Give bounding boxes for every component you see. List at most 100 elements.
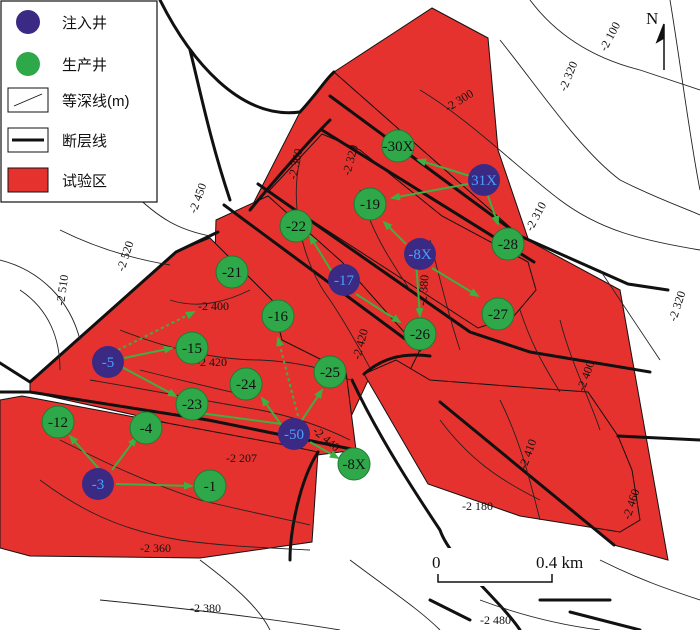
production-well: -26 bbox=[403, 317, 437, 351]
production-well: -15 bbox=[175, 331, 209, 365]
scale-zero-label: 0 bbox=[432, 553, 441, 572]
flow-arrow bbox=[260, 396, 283, 427]
legend-production: 生产井 bbox=[16, 52, 107, 76]
injection-well: 31X bbox=[468, 164, 500, 196]
legend-label: 生产井 bbox=[62, 57, 107, 74]
production-well-icon bbox=[16, 52, 40, 76]
production-well: -24 bbox=[229, 367, 263, 401]
flow-arrow bbox=[117, 311, 196, 351]
flow-arrow bbox=[301, 388, 324, 421]
well-label: -8X bbox=[342, 457, 365, 473]
contour-label: -2 100 bbox=[596, 19, 623, 53]
contour-label: -2 480 bbox=[480, 613, 511, 627]
well-label: -21 bbox=[222, 265, 242, 281]
contour-label: -2 510 bbox=[53, 274, 71, 307]
contour-label: -2 520 bbox=[114, 239, 137, 273]
flow-arrow bbox=[355, 293, 402, 324]
block-east-lower bbox=[363, 359, 641, 533]
contour-label: -2 180 bbox=[462, 499, 493, 513]
contour-label: -2 400 bbox=[198, 299, 229, 313]
production-well: -30X bbox=[381, 129, 415, 163]
contour-label: -2 360 bbox=[285, 147, 305, 180]
flow-arrow bbox=[68, 434, 101, 471]
well-label: -30X bbox=[383, 139, 414, 155]
legend-label: 注入井 bbox=[62, 15, 107, 32]
injection-well: -8X bbox=[404, 238, 436, 270]
well-label: -3 bbox=[92, 477, 105, 493]
contour-label: -2 207 bbox=[226, 451, 257, 465]
well-label: -27 bbox=[488, 307, 508, 323]
well-label: -16 bbox=[268, 309, 288, 325]
test-area-swatch bbox=[7, 167, 49, 193]
contour-label: -2 320 bbox=[666, 289, 689, 323]
contour-line-icon bbox=[13, 93, 43, 107]
north-label: N bbox=[646, 9, 658, 28]
well-label: -26 bbox=[410, 327, 430, 343]
production-well: -16 bbox=[261, 299, 295, 333]
production-well: -22 bbox=[279, 209, 313, 243]
scale-bar-line bbox=[437, 574, 553, 583]
well-label: -28 bbox=[498, 237, 518, 253]
north-arrow: N bbox=[646, 9, 665, 70]
flow-arrow bbox=[308, 234, 333, 273]
legend-contour: 等深线(m) bbox=[7, 87, 130, 113]
legend-label: 等深线(m) bbox=[62, 92, 130, 110]
injection-well: -3 bbox=[82, 468, 114, 500]
flow-arrow bbox=[119, 365, 178, 397]
production-well: -23 bbox=[175, 387, 209, 421]
well-label: -22 bbox=[286, 219, 306, 235]
flow-arrow bbox=[416, 158, 471, 177]
block-southwest bbox=[0, 395, 319, 559]
production-well: -8X bbox=[337, 447, 371, 481]
flow-arrow bbox=[415, 261, 424, 318]
production-well: -12 bbox=[41, 405, 75, 439]
flow-arrows bbox=[68, 158, 500, 490]
well-label: 31X bbox=[471, 173, 497, 189]
production-well: -27 bbox=[481, 297, 515, 331]
legend-label: 断层线 bbox=[62, 133, 107, 150]
well-label: -4 bbox=[140, 421, 153, 437]
contour-label: -2 380 bbox=[190, 601, 221, 615]
legend-label: 试验区 bbox=[62, 173, 107, 190]
production-well: -4 bbox=[129, 411, 163, 445]
injection-well: -50 bbox=[278, 418, 310, 450]
legend-fault: 断层线 bbox=[7, 127, 107, 153]
flow-arrow bbox=[390, 183, 469, 201]
contour-label: -2 310 bbox=[522, 199, 549, 233]
production-well: -19 bbox=[353, 187, 387, 221]
flow-arrow bbox=[431, 267, 480, 298]
injection-well: -5 bbox=[92, 346, 124, 378]
flow-arrow bbox=[115, 481, 194, 490]
flow-arrow bbox=[123, 345, 174, 359]
production-well: -21 bbox=[215, 255, 249, 289]
well-label: -5 bbox=[102, 355, 115, 371]
well-label: -12 bbox=[48, 415, 68, 431]
well-label: -17 bbox=[334, 273, 354, 289]
flow-arrow bbox=[111, 436, 138, 471]
contour-label: -2 320 bbox=[556, 59, 581, 93]
well-label: -1 bbox=[204, 479, 217, 495]
contour-label: -2 360 bbox=[140, 541, 171, 555]
flow-arrow bbox=[309, 441, 340, 459]
north-arrow-icon bbox=[655, 23, 665, 70]
production-well: -1 bbox=[193, 469, 227, 503]
well-label: -8X bbox=[408, 247, 431, 263]
production-well: -28 bbox=[491, 227, 525, 261]
injection-well-icon bbox=[16, 10, 40, 34]
well-label: -24 bbox=[236, 377, 256, 393]
production-well: -25 bbox=[313, 355, 347, 389]
flow-arrow bbox=[382, 220, 407, 245]
well-label: -19 bbox=[360, 197, 380, 213]
flow-arrow bbox=[487, 195, 500, 226]
scale-bar: 0 0.4 km bbox=[400, 548, 583, 586]
well-label: -50 bbox=[284, 427, 304, 443]
flow-arrow bbox=[276, 336, 299, 417]
well-label: -23 bbox=[182, 397, 202, 413]
well-label: -25 bbox=[320, 365, 340, 381]
injection-well: -17 bbox=[328, 264, 360, 296]
legend-injection: 注入井 bbox=[16, 10, 107, 34]
well-label: -15 bbox=[182, 341, 202, 357]
flow-arrow bbox=[190, 409, 283, 425]
